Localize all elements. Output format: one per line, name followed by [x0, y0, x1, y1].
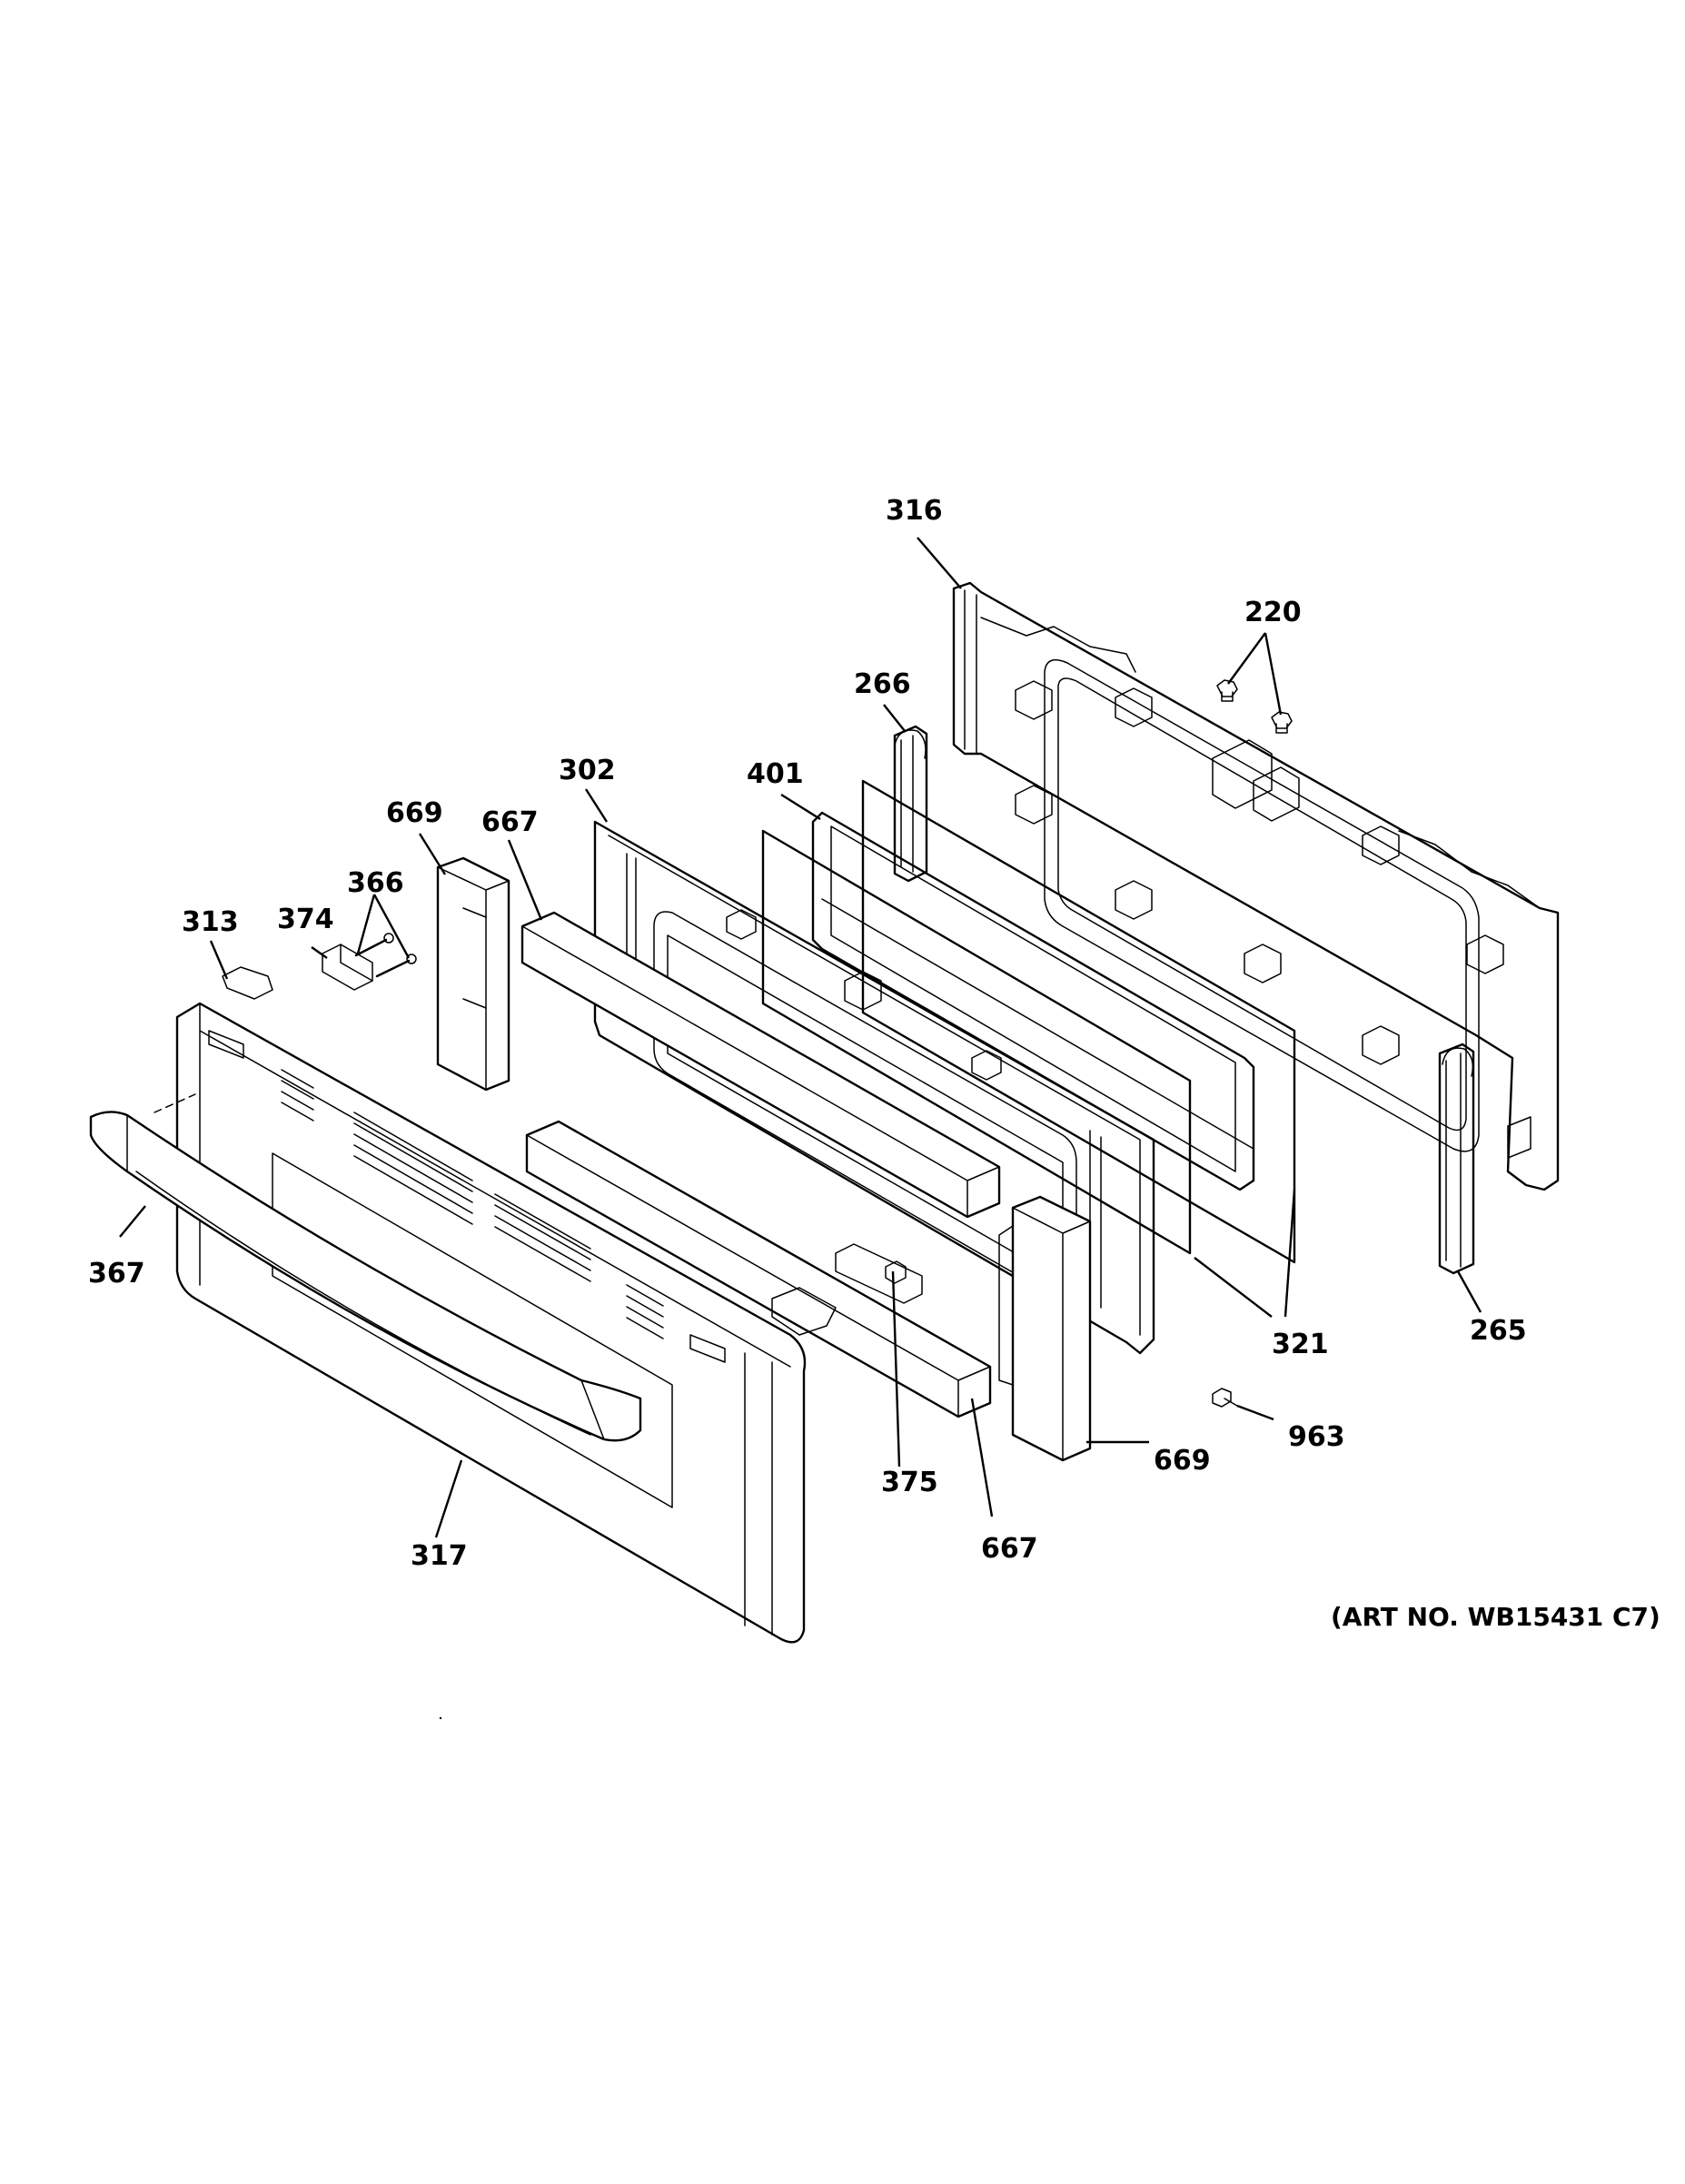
callout-963: 963 — [1288, 1421, 1345, 1453]
part-667-insulation-bottom — [525, 1120, 992, 1418]
callout-316: 316 — [886, 495, 943, 527]
callout-labels: 316 220 266 302 401 669 667 366 313 374 … — [88, 495, 1660, 1632]
callout-375: 375 — [881, 1467, 938, 1498]
part-265-hinge-right — [1438, 1043, 1475, 1275]
part-669-insulation-right — [998, 1195, 1092, 1462]
callout-321: 321 — [1272, 1329, 1329, 1360]
callout-667-bottom: 667 — [981, 1533, 1038, 1565]
callout-317: 317 — [411, 1540, 468, 1572]
part-220-screws — [1216, 679, 1293, 734]
part-401-door-frame — [811, 811, 1255, 1191]
callout-401: 401 — [747, 758, 804, 790]
callout-313: 313 — [182, 906, 239, 938]
part-316-inner-door-panel — [952, 581, 1560, 1191]
callout-220: 220 — [1244, 597, 1302, 628]
callout-265: 265 — [1470, 1315, 1527, 1347]
part-963-screw — [1212, 1388, 1238, 1408]
callout-367: 367 — [88, 1258, 145, 1290]
part-375-bracket — [835, 1243, 923, 1304]
part-669-insulation-left — [436, 856, 510, 1092]
part-667-insulation-top — [520, 911, 1001, 1219]
leader-lines — [119, 537, 1482, 1538]
callout-669-bottom: 669 — [1154, 1445, 1211, 1477]
part-321-glass-panes — [761, 779, 1296, 1264]
part-367-handle — [89, 1093, 642, 1442]
callout-302: 302 — [559, 755, 616, 786]
callout-669-top: 669 — [386, 797, 443, 829]
stray-dot — [439, 1716, 442, 1720]
callout-374: 374 — [277, 904, 334, 935]
part-313-trim — [222, 966, 837, 1336]
art-number: (ART NO. WB15431 C7) — [1331, 1602, 1660, 1632]
callout-667-top: 667 — [481, 806, 539, 838]
part-374-bracket — [322, 944, 373, 991]
part-366-screws — [354, 933, 417, 978]
callout-366: 366 — [347, 867, 404, 899]
callout-266: 266 — [854, 668, 911, 700]
